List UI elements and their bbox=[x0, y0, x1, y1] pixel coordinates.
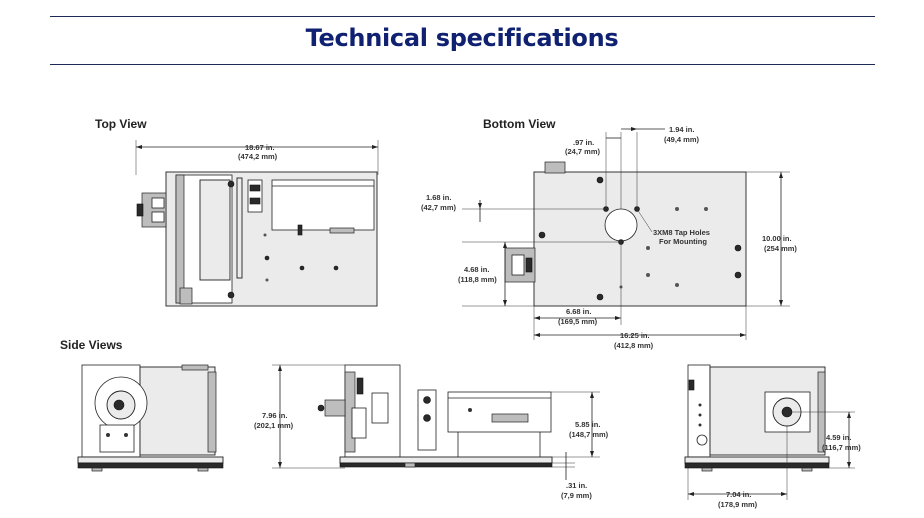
top-width-mm: (474,2 mm) bbox=[238, 152, 278, 161]
bottom-dim-c-in: 1.68 in. bbox=[426, 193, 451, 202]
page-title: Technical specifications bbox=[305, 24, 619, 52]
bottom-rule bbox=[50, 64, 875, 65]
side-height2-in: 5.85 in. bbox=[575, 420, 600, 429]
bottom-dim-e-in: 6.68 in. bbox=[566, 307, 591, 316]
tap-holes-line2: For Mounting bbox=[659, 237, 707, 246]
bottom-dim-f-mm: (412,8 mm) bbox=[614, 341, 654, 350]
bottom-dim-d-in: 4.68 in. bbox=[464, 265, 489, 274]
side-view-long-drawing: 7.96 in. (202,1 mm) 5.85 in. (148,7 mm) bbox=[254, 364, 609, 500]
tap-holes-line1: 3XM8 Tap Holes bbox=[653, 228, 710, 237]
bottom-dim-a-mm: (24,7 mm) bbox=[565, 147, 601, 156]
side-foot-mm: (7,9 mm) bbox=[561, 491, 592, 500]
top-rule bbox=[50, 16, 875, 17]
side-view-rear-drawing: 4.59 in. (116,7 mm) 7.04 in. (178,9 mm) bbox=[684, 364, 861, 509]
bottom-dim-c-mm: (42,7 mm) bbox=[421, 203, 457, 212]
side-depth-mm: (178,9 mm) bbox=[718, 500, 758, 509]
side-height-in: 7.96 in. bbox=[262, 411, 287, 420]
side-height2-mm: (148,7 mm) bbox=[569, 430, 609, 439]
side-axis-in: 4.59 in. bbox=[826, 433, 851, 442]
bottom-dim-g-mm: (254 mm) bbox=[764, 244, 797, 253]
side-height-mm: (202,1 mm) bbox=[254, 421, 294, 430]
bottom-dim-e-mm: (169,5 mm) bbox=[558, 317, 598, 326]
bottom-dim-d-mm: (118,8 mm) bbox=[458, 275, 497, 284]
section-side-views-label: Side Views bbox=[60, 338, 123, 352]
side-depth-in: 7.04 in. bbox=[726, 490, 751, 499]
bottom-dim-b-mm: (49,4 mm) bbox=[664, 135, 700, 144]
top-view-drawing: 18.67 in. (474,2 mm) bbox=[135, 140, 379, 307]
top-width-in: 18.67 in. bbox=[245, 143, 275, 152]
section-bottom-view-label: Bottom View bbox=[483, 117, 556, 131]
bottom-dim-f-in: 16.25 in. bbox=[620, 331, 650, 340]
bottom-dim-g-in: 10.00 in. bbox=[762, 234, 792, 243]
section-top-view-label: Top View bbox=[95, 117, 147, 131]
side-foot-in: .31 in. bbox=[566, 481, 587, 490]
bottom-dim-b-in: 1.94 in. bbox=[669, 125, 694, 134]
side-view-front-drawing bbox=[77, 364, 224, 472]
bottom-view-drawing: .97 in. (24,7 mm) 1.94 in. (49,4 mm) 1.6… bbox=[421, 125, 797, 350]
bottom-dim-a-in: .97 in. bbox=[573, 138, 594, 147]
side-axis-mm: (116,7 mm) bbox=[822, 443, 861, 452]
